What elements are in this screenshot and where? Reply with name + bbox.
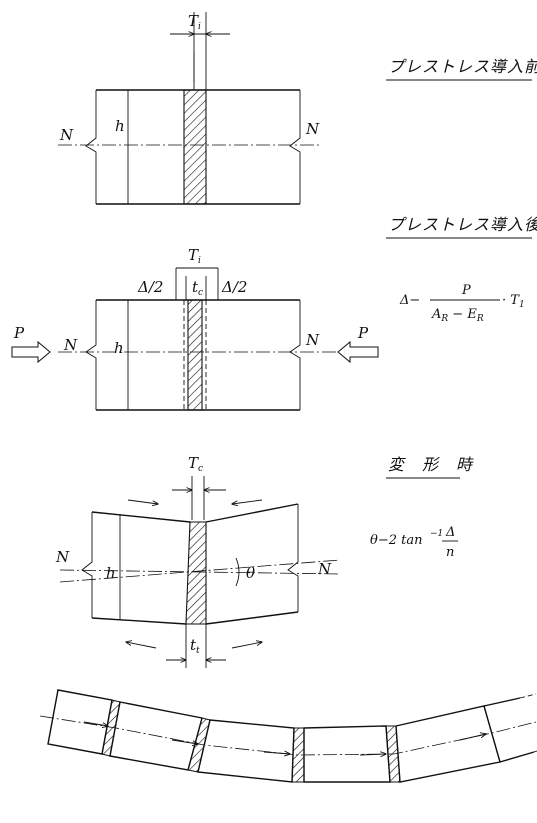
svg-text:プレストレス導入前: プレストレス導入前 — [388, 57, 537, 76]
label-N-left: N — [59, 126, 74, 144]
panel-segment-chain — [39, 689, 537, 783]
svg-text:−1: −1 — [430, 529, 443, 539]
prestress-arrow-left — [11, 340, 51, 364]
dimension-label-Ti-2: Ti — [188, 246, 201, 266]
svg-text:Δ−: Δ− — [399, 293, 420, 308]
heading-deform: 変 形 時 — [386, 455, 474, 479]
formula-theta: θ−2 tan −1 Δ n — [370, 525, 458, 560]
heading-after: プレストレス導入後 — [386, 215, 537, 239]
label-N-left-3: N — [55, 548, 70, 566]
dimension-label-Ti: Ti — [188, 12, 201, 32]
svg-text:θ−2 tan: θ−2 tan — [370, 533, 422, 548]
svg-text:· T1: · T1 — [502, 293, 525, 310]
label-N-right-3: N — [317, 560, 332, 578]
label-N-right: N — [305, 120, 320, 138]
label-h-3: h — [106, 564, 116, 582]
dimension-label-Tc: Tc — [188, 454, 203, 474]
panel-deformed: Tc h θ N N tt — [55, 454, 341, 668]
label-N-left-2: N — [63, 336, 78, 354]
svg-text:プレストレス導入後: プレストレス導入後 — [388, 215, 537, 234]
label-h-2: h — [114, 339, 124, 357]
svg-text:P: P — [461, 283, 471, 298]
svg-text:n: n — [446, 545, 454, 560]
label-P-right: P — [357, 324, 369, 342]
svg-text:Δ: Δ — [445, 525, 455, 540]
panel-before-prestress: Ti h N N — [58, 12, 320, 205]
label-N-right-2: N — [305, 331, 320, 349]
svg-text:変 形 時: 変 形 時 — [388, 455, 474, 474]
label-delta-half-right: Δ/2 — [221, 278, 247, 296]
label-theta: θ — [246, 564, 255, 582]
label-tt: tt — [190, 636, 200, 656]
formula-delta: Δ− P AR − ER · T1 — [399, 283, 525, 324]
panel-after-prestress: Ti Δ/2 Δ/2 tc h N N P P — [11, 246, 379, 411]
heading-before: プレストレス導入前 — [386, 57, 537, 81]
label-tc: tc — [192, 278, 203, 298]
svg-text:AR − ER: AR − ER — [431, 307, 484, 324]
label-h: h — [115, 117, 125, 135]
label-delta-half-left: Δ/2 — [137, 278, 163, 296]
label-P-left: P — [13, 324, 25, 342]
prestress-arrow-right — [337, 340, 379, 364]
